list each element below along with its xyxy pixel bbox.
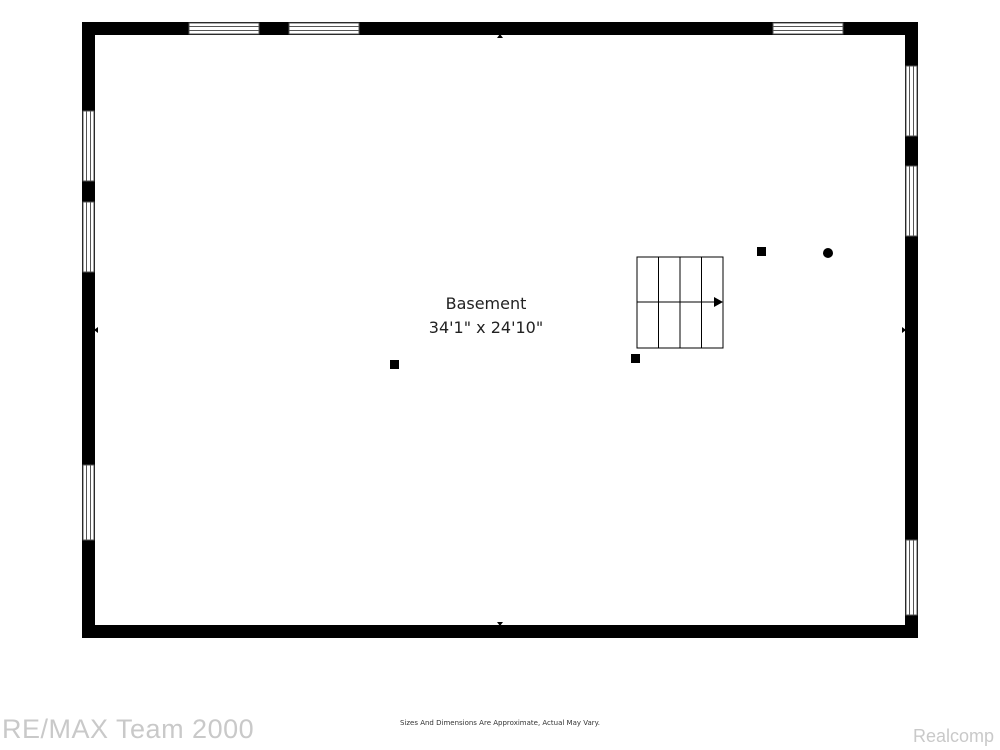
disclaimer-text: Sizes And Dimensions Are Approximate, Ac… bbox=[399, 719, 601, 727]
column-icon bbox=[757, 247, 766, 256]
brand-watermark-right: Realcomp bbox=[912, 726, 994, 746]
window-left-1 bbox=[82, 110, 95, 182]
window-top-1 bbox=[188, 22, 260, 35]
room-dimensions: 34'1" x 24'10" bbox=[428, 318, 544, 337]
brand-watermark-left: RE/MAX Team 2000 bbox=[2, 714, 255, 744]
window-top-2 bbox=[288, 22, 360, 35]
column-icon bbox=[631, 354, 640, 363]
column-icon bbox=[390, 360, 399, 369]
window-right-3 bbox=[905, 539, 918, 616]
room-name: Basement bbox=[445, 294, 527, 313]
wall-marker-left bbox=[94, 327, 98, 333]
window-right-2 bbox=[905, 165, 918, 237]
direction-arrow-icon bbox=[714, 297, 723, 307]
wall-marker-bottom bbox=[497, 622, 503, 626]
window-right-1 bbox=[905, 65, 918, 137]
window-top-3 bbox=[772, 22, 844, 35]
wall-bottom bbox=[82, 625, 918, 638]
window-left-3 bbox=[82, 464, 95, 541]
wall-marker-right bbox=[902, 327, 906, 333]
utility-point-icon bbox=[823, 248, 833, 258]
stairs-icon bbox=[636, 256, 724, 349]
wall-marker-top bbox=[497, 34, 503, 38]
window-left-2 bbox=[82, 201, 95, 273]
